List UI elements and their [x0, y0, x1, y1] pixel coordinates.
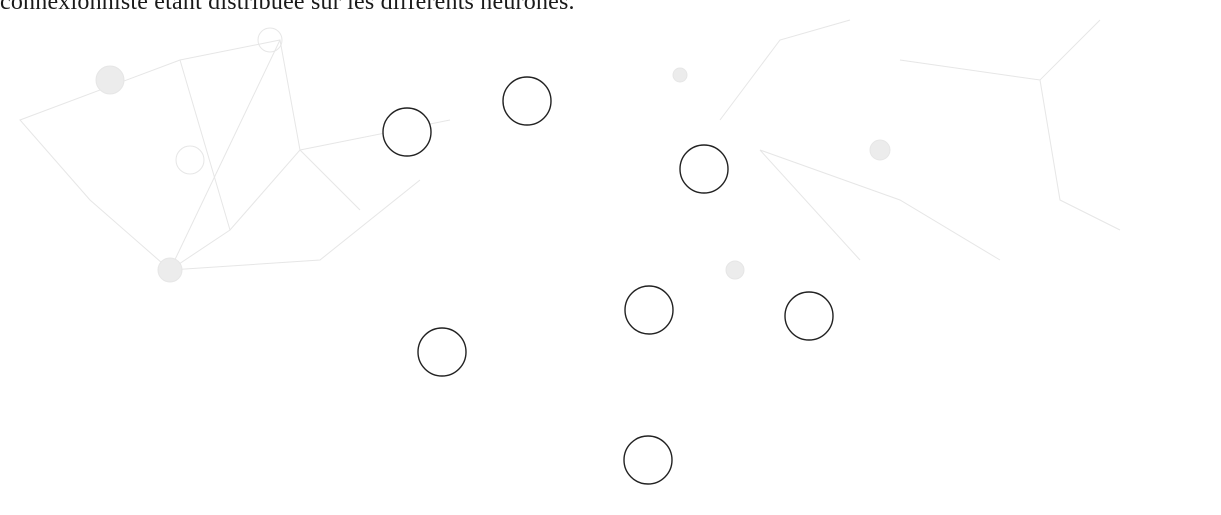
neuron-node [503, 77, 551, 125]
neuron-node [625, 286, 673, 334]
neurons-group [383, 77, 833, 484]
background-illustration [20, 20, 1120, 282]
neuron-node [418, 328, 466, 376]
neuron-node [383, 108, 431, 156]
neuron-node [624, 436, 672, 484]
neuron-node [680, 145, 728, 193]
neuron-node [785, 292, 833, 340]
